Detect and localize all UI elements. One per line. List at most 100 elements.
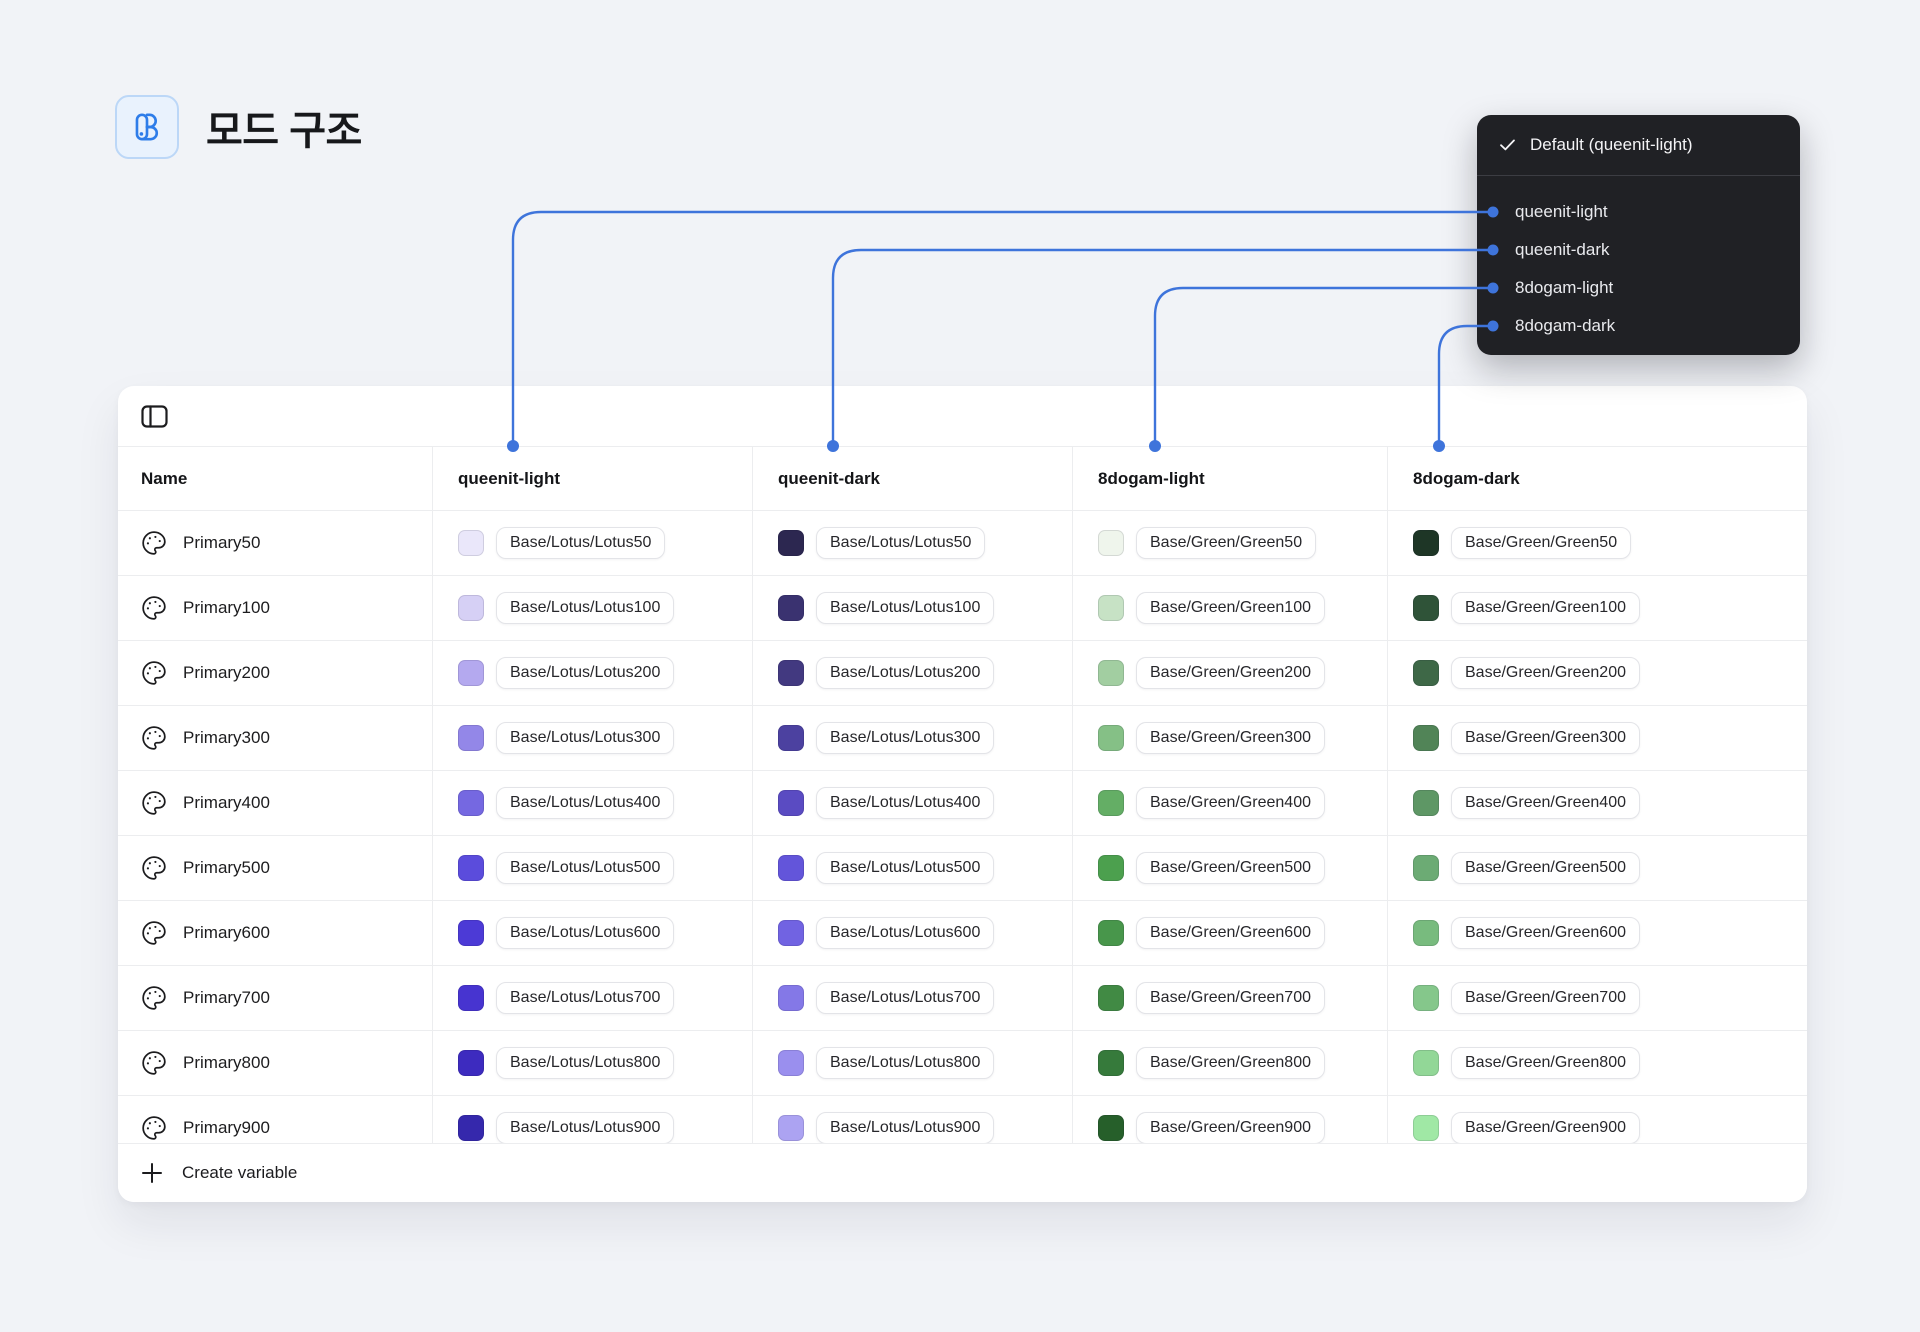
color-swatch[interactable] xyxy=(1098,660,1124,686)
color-swatch[interactable] xyxy=(1413,1050,1439,1076)
color-swatch[interactable] xyxy=(1098,595,1124,621)
column-header-8dogam-light[interactable]: 8dogam-light xyxy=(1073,447,1388,510)
alias-pill[interactable]: Base/Green/Green100 xyxy=(1136,592,1325,624)
alias-pill[interactable]: Base/Green/Green700 xyxy=(1136,982,1325,1014)
color-swatch[interactable] xyxy=(458,595,484,621)
table-row[interactable]: Primary200 Base/Lotus/Lotus200 Base/Lotu… xyxy=(118,641,1807,706)
color-swatch[interactable] xyxy=(458,855,484,881)
alias-pill[interactable]: Base/Lotus/Lotus100 xyxy=(816,592,995,624)
column-header-8dogam-dark[interactable]: 8dogam-dark xyxy=(1413,468,1520,488)
color-swatch[interactable] xyxy=(458,985,484,1011)
table-row[interactable]: Primary400 Base/Lotus/Lotus400 Base/Lotu… xyxy=(118,771,1807,836)
table-row[interactable]: Primary700 Base/Lotus/Lotus700 Base/Lotu… xyxy=(118,966,1807,1031)
color-swatch[interactable] xyxy=(1098,855,1124,881)
color-swatch[interactable] xyxy=(1413,530,1439,556)
color-swatch[interactable] xyxy=(458,1050,484,1076)
alias-pill[interactable]: Base/Lotus/Lotus200 xyxy=(496,657,675,689)
color-swatch[interactable] xyxy=(778,790,804,816)
alias-pill[interactable]: Base/Lotus/Lotus700 xyxy=(496,982,675,1014)
alias-pill[interactable]: Base/Green/Green200 xyxy=(1451,657,1640,689)
table-row[interactable]: Primary800 Base/Lotus/Lotus800 Base/Lotu… xyxy=(118,1031,1807,1096)
alias-pill[interactable]: Base/Green/Green900 xyxy=(1451,1112,1640,1143)
color-swatch[interactable] xyxy=(1098,1115,1124,1141)
color-swatch[interactable] xyxy=(1413,660,1439,686)
color-swatch[interactable] xyxy=(778,660,804,686)
color-swatch[interactable] xyxy=(458,725,484,751)
color-swatch[interactable] xyxy=(1413,855,1439,881)
color-swatch[interactable] xyxy=(1413,790,1439,816)
alias-pill[interactable]: Base/Green/Green500 xyxy=(1136,852,1325,884)
menu-item-queenit-light[interactable]: queenit-light xyxy=(1477,197,1800,227)
alias-pill[interactable]: Base/Green/Green50 xyxy=(1136,527,1317,559)
color-swatch[interactable] xyxy=(778,1115,804,1141)
alias-pill[interactable]: Base/Green/Green500 xyxy=(1451,852,1640,884)
toggle-sidebar-button[interactable] xyxy=(141,404,168,428)
alias-pill[interactable]: Base/Lotus/Lotus300 xyxy=(816,722,995,754)
create-variable-button[interactable]: Create variable xyxy=(118,1162,297,1184)
table-row[interactable]: Primary100 Base/Lotus/Lotus100 Base/Lotu… xyxy=(118,576,1807,641)
color-swatch[interactable] xyxy=(458,530,484,556)
color-swatch[interactable] xyxy=(778,595,804,621)
table-row[interactable]: Primary500 Base/Lotus/Lotus500 Base/Lotu… xyxy=(118,836,1807,901)
table-row[interactable]: Primary50 Base/Lotus/Lotus50 Base/Lotus/… xyxy=(118,511,1807,576)
alias-pill[interactable]: Base/Green/Green900 xyxy=(1136,1112,1325,1143)
alias-pill[interactable]: Base/Green/Green700 xyxy=(1451,982,1640,1014)
color-swatch[interactable] xyxy=(1098,725,1124,751)
alias-pill[interactable]: Base/Green/Green300 xyxy=(1451,722,1640,754)
alias-pill[interactable]: Base/Green/Green600 xyxy=(1451,917,1640,949)
color-swatch[interactable] xyxy=(778,855,804,881)
alias-pill[interactable]: Base/Lotus/Lotus800 xyxy=(496,1047,675,1079)
menu-item-8dogam-dark[interactable]: 8dogam-dark xyxy=(1477,311,1800,341)
alias-pill[interactable]: Base/Lotus/Lotus400 xyxy=(496,787,675,819)
color-swatch[interactable] xyxy=(1098,530,1124,556)
alias-pill[interactable]: Base/Lotus/Lotus200 xyxy=(816,657,995,689)
alias-pill[interactable]: Base/Green/Green300 xyxy=(1136,722,1325,754)
column-header-queenit-dark[interactable]: queenit-dark xyxy=(753,447,1073,510)
color-swatch[interactable] xyxy=(1098,985,1124,1011)
menu-item-8dogam-light[interactable]: 8dogam-light xyxy=(1477,273,1800,303)
alias-pill[interactable]: Base/Lotus/Lotus900 xyxy=(816,1112,995,1143)
alias-pill[interactable]: Base/Green/Green600 xyxy=(1136,917,1325,949)
color-swatch[interactable] xyxy=(458,660,484,686)
color-swatch[interactable] xyxy=(778,725,804,751)
color-swatch[interactable] xyxy=(778,985,804,1011)
alias-pill[interactable]: Base/Green/Green200 xyxy=(1136,657,1325,689)
alias-pill[interactable]: Base/Lotus/Lotus900 xyxy=(496,1112,675,1143)
alias-pill[interactable]: Base/Lotus/Lotus500 xyxy=(496,852,675,884)
alias-pill[interactable]: Base/Green/Green800 xyxy=(1136,1047,1325,1079)
table-row[interactable]: Primary300 Base/Lotus/Lotus300 Base/Lotu… xyxy=(118,706,1807,771)
menu-item-queenit-dark[interactable]: queenit-dark xyxy=(1477,235,1800,265)
color-swatch[interactable] xyxy=(1098,790,1124,816)
alias-pill[interactable]: Base/Green/Green800 xyxy=(1451,1047,1640,1079)
alias-pill[interactable]: Base/Green/Green400 xyxy=(1451,787,1640,819)
alias-pill[interactable]: Base/Lotus/Lotus600 xyxy=(496,917,675,949)
table-row[interactable]: Primary600 Base/Lotus/Lotus600 Base/Lotu… xyxy=(118,901,1807,966)
color-swatch[interactable] xyxy=(458,790,484,816)
color-swatch[interactable] xyxy=(778,530,804,556)
color-swatch[interactable] xyxy=(778,1050,804,1076)
alias-pill[interactable]: Base/Lotus/Lotus600 xyxy=(816,917,995,949)
color-swatch[interactable] xyxy=(1413,1115,1439,1141)
color-swatch[interactable] xyxy=(458,1115,484,1141)
color-swatch[interactable] xyxy=(1413,920,1439,946)
column-header-queenit-light[interactable]: queenit-light xyxy=(433,447,753,510)
alias-pill[interactable]: Base/Lotus/Lotus800 xyxy=(816,1047,995,1079)
alias-pill[interactable]: Base/Green/Green100 xyxy=(1451,592,1640,624)
color-swatch[interactable] xyxy=(1413,985,1439,1011)
alias-pill[interactable]: Base/Lotus/Lotus50 xyxy=(496,527,666,559)
alias-pill[interactable]: Base/Lotus/Lotus100 xyxy=(496,592,675,624)
color-swatch[interactable] xyxy=(778,920,804,946)
color-swatch[interactable] xyxy=(1098,1050,1124,1076)
alias-pill[interactable]: Base/Lotus/Lotus400 xyxy=(816,787,995,819)
menu-item-default-mode[interactable]: Default (queenit-light) xyxy=(1477,129,1800,161)
alias-pill[interactable]: Base/Lotus/Lotus300 xyxy=(496,722,675,754)
alias-pill[interactable]: Base/Green/Green50 xyxy=(1451,527,1632,559)
table-row[interactable]: Primary900 Base/Lotus/Lotus900 Base/Lotu… xyxy=(118,1096,1807,1143)
alias-pill[interactable]: Base/Green/Green400 xyxy=(1136,787,1325,819)
alias-pill[interactable]: Base/Lotus/Lotus700 xyxy=(816,982,995,1014)
alias-pill[interactable]: Base/Lotus/Lotus50 xyxy=(816,527,986,559)
color-swatch[interactable] xyxy=(1098,920,1124,946)
color-swatch[interactable] xyxy=(1413,725,1439,751)
color-swatch[interactable] xyxy=(458,920,484,946)
color-swatch[interactable] xyxy=(1413,595,1439,621)
